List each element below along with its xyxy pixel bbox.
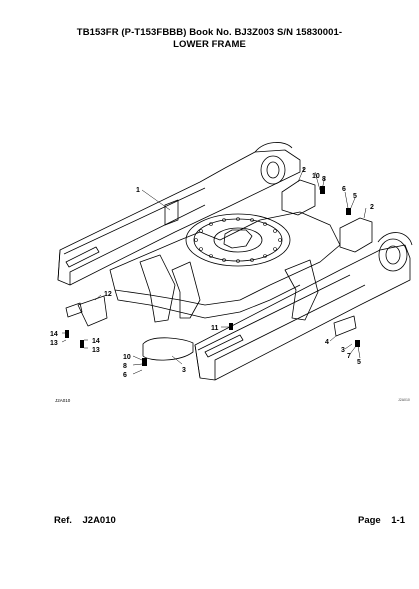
callout-14-left: 14 [50, 331, 58, 338]
figure-code-small: J2A010 [398, 398, 410, 402]
callout-7: 7 [347, 353, 351, 360]
figure-code: J2A010 [55, 398, 71, 403]
callout-3-cover: 3 [182, 367, 186, 374]
callout-6-top: 6 [342, 186, 346, 193]
callout-8-top: 8 [322, 176, 326, 183]
callout-13-left: 13 [50, 340, 58, 347]
header-model-line: TB153FR (P-T153FBBB) Book No. BJ3Z003 S/… [76, 27, 343, 38]
callout-2-left-cover: 2 [302, 167, 306, 174]
callout-14-right: 14 [92, 338, 100, 345]
callout-3-right: 3 [341, 347, 345, 354]
callout-10-top: 10 [312, 173, 320, 180]
callout-5-top: 5 [353, 193, 357, 200]
callout-2-right-cover: 2 [370, 204, 374, 211]
callout-11: 11 [211, 325, 219, 332]
callout-5-right: 5 [357, 359, 361, 366]
callout-12: 12 [104, 291, 112, 298]
header-title: LOWER FRAME [173, 39, 246, 50]
callout-10-bottom: 10 [123, 354, 131, 361]
footer-ref: Ref. J2A010 [54, 515, 116, 526]
callout-8-bottom: 8 [123, 363, 127, 370]
footer-page: Page 1-1 [358, 515, 405, 526]
callout-1: 1 [136, 187, 140, 194]
callout-6-bottom: 6 [123, 372, 127, 379]
callout-4: 4 [325, 339, 329, 346]
callout-13-right: 13 [92, 347, 100, 354]
